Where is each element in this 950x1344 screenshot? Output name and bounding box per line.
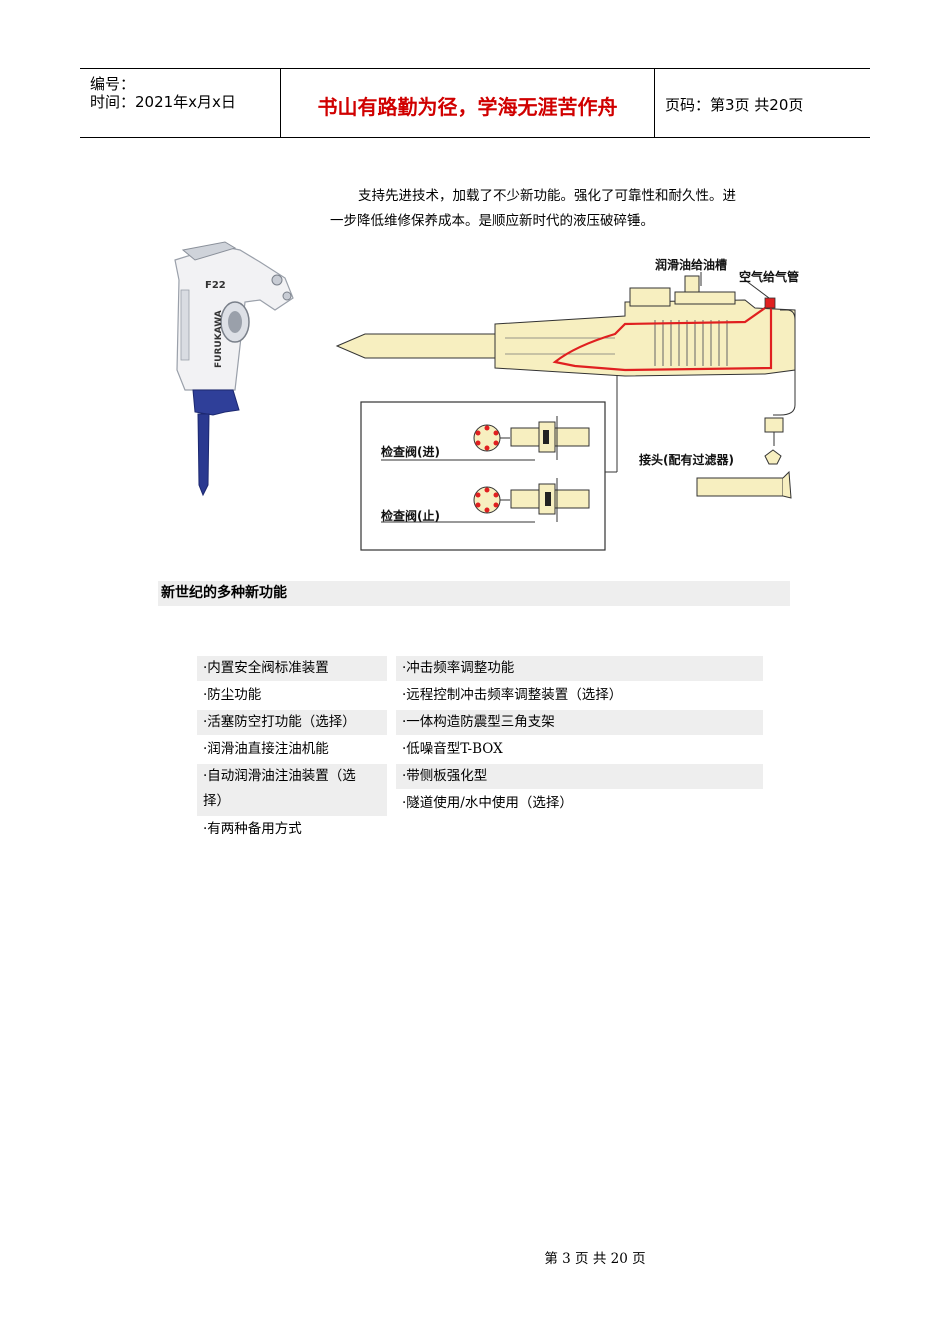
feature-left-1: ·内置安全阀标准装置 bbox=[197, 656, 387, 681]
header-motto: 书山有路勤为径，学海无涯苦作舟 bbox=[317, 95, 618, 119]
section-heading: 新世纪的多种新功能 bbox=[158, 581, 790, 606]
header-motto-cell: 书山有路勤为径，学海无涯苦作舟 bbox=[281, 69, 655, 137]
feature-left-5-cont: 择） bbox=[197, 789, 387, 816]
feature-right-6: ·隧道使用/水中使用（选择） bbox=[402, 795, 573, 811]
header-page-number: 页码：第3页 共20页 bbox=[665, 96, 804, 114]
feature-left-2: ·防尘功能 bbox=[203, 687, 262, 703]
breaker-cross-section-diagram: 润滑油给油槽 空气给气管 检查阀(进) 检查阀(止) 接头(配有过滤器) bbox=[335, 257, 799, 551]
feature-left-5: ·自动润滑油注油装置（选 bbox=[197, 764, 387, 789]
label-check-valve-in: 检查阀(进) bbox=[381, 444, 440, 459]
feature-left-3: ·活塞防空打功能（选择） bbox=[197, 710, 387, 735]
header-number: 编号： bbox=[90, 75, 136, 93]
label-oil-groove: 润滑油给油槽 bbox=[655, 257, 727, 272]
hammer-model-label: F22 bbox=[205, 280, 226, 291]
feature-right-1: ·冲击频率调整功能 bbox=[396, 656, 763, 681]
hammer-brand-label: FURUKAWA bbox=[214, 310, 224, 368]
label-check-valve-stop: 检查阀(止) bbox=[381, 508, 440, 523]
label-air-pipe: 空气给气管 bbox=[739, 269, 799, 284]
header-page-cell: 页码：第3页 共20页 bbox=[655, 69, 870, 137]
feature-right-4: ·低噪音型T-BOX bbox=[402, 741, 503, 757]
feature-right-3: ·一体构造防震型三角支架 bbox=[396, 710, 763, 735]
page-footer: 第 3 页 共 20 页 bbox=[544, 1251, 646, 1267]
feature-right-5: ·带侧板强化型 bbox=[396, 764, 763, 789]
header-date: 时间：2021年x月x日 bbox=[90, 93, 236, 111]
header-info-cell: 编号： 时间：2021年x月x日 bbox=[80, 69, 281, 137]
intro-paragraph: 支持先进技术，加载了不少新功能。强化了可靠性和耐久性。进 一步降低维修保养成本。… bbox=[330, 184, 770, 234]
feature-left-6: ·有两种备用方式 bbox=[203, 821, 302, 837]
feature-right-2: ·远程控制冲击频率调整装置（选择） bbox=[402, 687, 623, 703]
label-joint-filter: 接头(配有过滤器) bbox=[639, 452, 734, 467]
page-header: 编号： 时间：2021年x月x日 书山有路勤为径，学海无涯苦作舟 页码：第3页 … bbox=[80, 68, 870, 138]
intro-line-1: 支持先进技术，加载了不少新功能。强化了可靠性和耐久性。进 bbox=[358, 188, 736, 204]
intro-line-2: 一步降低维修保养成本。是顺应新时代的液压破碎锤。 bbox=[330, 213, 654, 229]
hammer-product-image: F22 FURUKAWA bbox=[174, 241, 294, 497]
feature-left-4: ·润滑油直接注油机能 bbox=[203, 741, 329, 757]
